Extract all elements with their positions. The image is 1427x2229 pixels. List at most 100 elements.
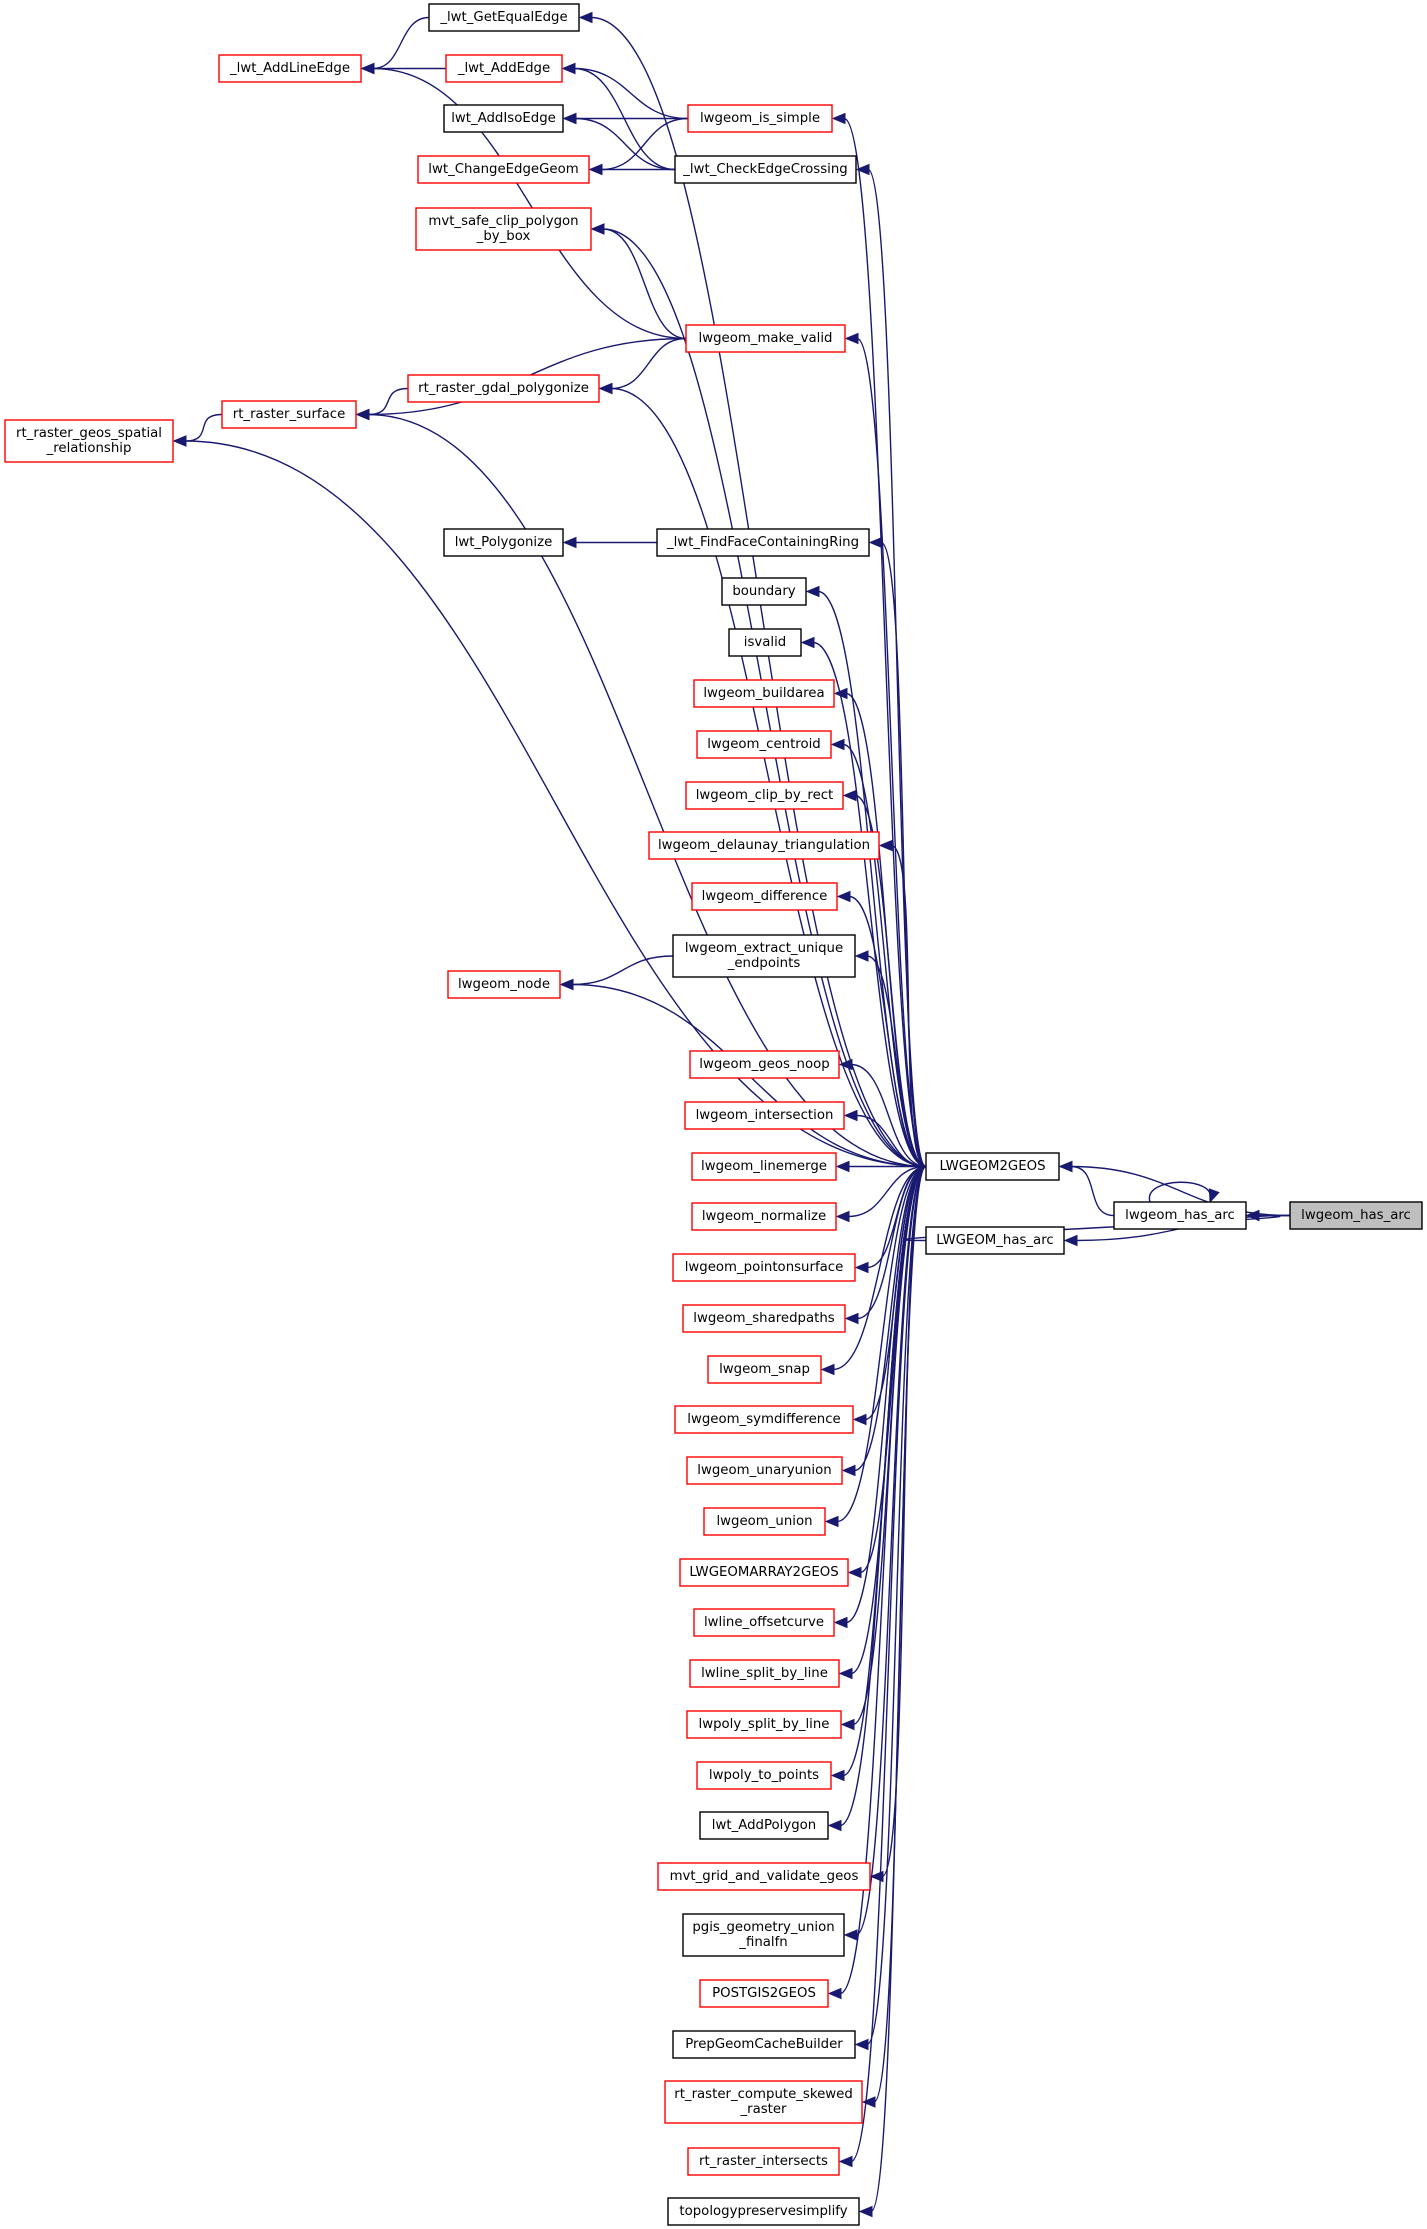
edge-LWGEOM2GEOS-to-lwgeom_normalize xyxy=(847,1165,927,1218)
node-label: lwgeom_linemerge xyxy=(701,1159,827,1174)
node-LWGEOM_has_arc[interactable]: LWGEOM_has_arc xyxy=(925,1226,1065,1255)
node-lwt_AddPolygon[interactable]: lwt_AddPolygon xyxy=(699,1811,829,1840)
edge-lwgeom_extract_unique_endpoints-to-lwgeom_node-arrowhead xyxy=(559,978,574,991)
node-lwgeom_clip_by_rect[interactable]: lwgeom_clip_by_rect xyxy=(685,781,844,810)
node-lwgeom_sharedpaths[interactable]: lwgeom_sharedpaths xyxy=(682,1304,846,1333)
edge-LWGEOM2GEOS-to-mvt_grid_and_validate_geos-arrowhead xyxy=(869,1870,884,1883)
edge-LWGEOM2GEOS-to-isvalid xyxy=(812,641,927,1168)
node-lwgeom_has_arc[interactable]: lwgeom_has_arc xyxy=(1113,1201,1247,1230)
node-boundary[interactable]: boundary xyxy=(721,577,807,606)
node-lwgeom_difference[interactable]: lwgeom_difference xyxy=(691,882,838,911)
node-_lwt_CheckEdgeCrossing[interactable]: _lwt_CheckEdgeCrossing xyxy=(674,155,857,184)
node-label: rt_raster_surface xyxy=(233,407,346,422)
node-label: lwline_offsetcurve xyxy=(704,1615,824,1630)
edge-lwgeom_make_valid-to-mvt_safe_clip_polygon_by_box-arrowhead xyxy=(590,223,605,235)
edge-LWGEOM2GEOS-to-lwgeom_extract_unique_endpoints-arrowhead xyxy=(854,950,869,962)
node-topologypreservesimplify[interactable]: topologypreservesimplify xyxy=(667,2197,860,2226)
node-lwgeom_geos_noop[interactable]: lwgeom_geos_noop xyxy=(689,1050,840,1079)
edge-LWGEOM2GEOS-to-lwgeom_normalize-arrowhead xyxy=(835,1210,850,1223)
node-label: lwgeom_has_arc xyxy=(1301,1208,1411,1223)
node-box xyxy=(674,155,857,184)
node-label: rt_raster_intersects xyxy=(699,2154,828,2169)
edge-LWGEOM2GEOS-to-lwgeom_is_simple-arrowhead xyxy=(831,112,846,125)
node-box xyxy=(221,400,357,429)
edge-LWGEOM2GEOS-to-lwline_offsetcurve-arrowhead xyxy=(833,1616,848,1629)
node-_lwt_AddLineEdge[interactable]: _lwt_AddLineEdge xyxy=(218,54,362,83)
edge-lwgeom_make_valid-to-rt_raster_gdal_polygonize xyxy=(610,337,687,390)
node-lwgeom_unaryunion[interactable]: lwgeom_unaryunion xyxy=(686,1456,843,1485)
node-lwgeom_delaunay_triangulation[interactable]: lwgeom_delaunay_triangulation xyxy=(648,831,880,860)
edge-_lwt_FindFaceContainingRing-to-lwt_Polygonize-arrowhead xyxy=(562,536,577,549)
node-LWGEOM2GEOS[interactable]: LWGEOM2GEOS xyxy=(925,1152,1060,1181)
edge-LWGEOM2GEOS-to-lwgeom_delaunay_triangulation-arrowhead xyxy=(878,839,893,852)
node-rt_raster_compute_skewed_raster[interactable]: rt_raster_compute_skewed_raster xyxy=(664,2080,863,2124)
node-box xyxy=(679,1558,849,1587)
node-lwgeom_union[interactable]: lwgeom_union xyxy=(703,1507,826,1536)
node-label: lwt_AddIsoEdge xyxy=(451,111,556,126)
node-label: mvt_safe_clip_polygon xyxy=(428,214,578,229)
edge-lwgeom_make_valid-to-rt_raster_gdal_polygonize-arrowhead xyxy=(598,382,613,395)
node-lwgeom_buildarea[interactable]: lwgeom_buildarea xyxy=(693,679,835,708)
node-PrepGeomCacheBuilder[interactable]: PrepGeomCacheBuilder xyxy=(672,2030,856,2059)
node-mvt_grid_and_validate_geos[interactable]: mvt_grid_and_validate_geos xyxy=(657,1862,871,1891)
node-lwgeom_is_simple[interactable]: lwgeom_is_simple xyxy=(687,104,833,133)
node-lwpoly_to_points[interactable]: lwpoly_to_points xyxy=(696,1761,832,1790)
node-lwline_split_by_line[interactable]: lwline_split_by_line xyxy=(689,1659,840,1688)
node-label: lwpoly_to_points xyxy=(709,1768,819,1783)
node-LWGEOMARRAY2GEOS[interactable]: LWGEOMARRAY2GEOS xyxy=(679,1558,849,1587)
node-label: lwgeom_make_valid xyxy=(699,331,833,346)
node-box xyxy=(696,1761,832,1790)
node-box xyxy=(699,1979,829,2008)
edge-LWGEOM_has_arc-to-lwgeom_has_arc-arrowhead xyxy=(1245,1209,1260,1222)
node-_lwt_FindFaceContainingRing[interactable]: _lwt_FindFaceContainingRing xyxy=(656,528,870,557)
edge-_lwt_CheckEdgeCrossing-to-_lwt_AddEdge-arrowhead xyxy=(561,62,576,75)
node-lwpoly_split_by_line[interactable]: lwpoly_split_by_line xyxy=(686,1710,842,1739)
edge-LWGEOM2GEOS-to-PrepGeomCacheBuilder-arrowhead xyxy=(854,2038,869,2051)
node-pgis_geometry_union_finalfn[interactable]: pgis_geometry_union_finalfn xyxy=(682,1913,845,1957)
node-lwgeom_intersection[interactable]: lwgeom_intersection xyxy=(684,1101,845,1130)
edge-LWGEOM2GEOS-to-lwgeom_extract_unique_endpoints xyxy=(866,955,927,1168)
node-lwt_Polygonize[interactable]: lwt_Polygonize xyxy=(443,528,564,557)
node-lwgeom_make_valid[interactable]: lwgeom_make_valid xyxy=(685,324,846,353)
node-lwt_AddIsoEdge[interactable]: lwt_AddIsoEdge xyxy=(443,104,564,133)
node-rt_raster_gdal_polygonize[interactable]: rt_raster_gdal_polygonize xyxy=(407,374,600,403)
node-lwt_ChangeEdgeGeom[interactable]: lwt_ChangeEdgeGeom xyxy=(417,155,590,184)
node-lwgeom_snap[interactable]: lwgeom_snap xyxy=(707,1355,822,1384)
node-isvalid[interactable]: isvalid xyxy=(728,628,802,657)
edge-LWGEOM2GEOS-to-lwgeom_unaryunion xyxy=(853,1165,927,1472)
node-lwgeom_has_arc_focus[interactable]: lwgeom_has_arc xyxy=(1289,1201,1423,1230)
node-lwgeom_normalize[interactable]: lwgeom_normalize xyxy=(691,1202,837,1231)
node-lwline_offsetcurve[interactable]: lwline_offsetcurve xyxy=(693,1608,835,1637)
node-rt_raster_intersects[interactable]: rt_raster_intersects xyxy=(687,2147,840,2176)
edge-LWGEOM2GEOS-to-POSTGIS2GEOS xyxy=(839,1165,927,1995)
node-rt_raster_geos_spatial_relationship[interactable]: rt_raster_geos_spatial_relationship xyxy=(4,419,174,463)
node-lwgeom_pointonsurface[interactable]: lwgeom_pointonsurface xyxy=(672,1253,856,1282)
node-box xyxy=(685,324,846,353)
edge-LWGEOM2GEOS-to-lwt_AddPolygon-arrowhead xyxy=(827,1819,842,1832)
node-lwgeom_extract_unique_endpoints[interactable]: lwgeom_extract_unique_endpoints xyxy=(672,934,856,978)
node-_lwt_GetEqualEdge[interactable]: _lwt_GetEqualEdge xyxy=(428,3,580,32)
node-rt_raster_surface[interactable]: rt_raster_surface xyxy=(221,400,357,429)
node-box xyxy=(4,419,174,463)
edge-LWGEOM2GEOS-to-rt_raster_compute_skewed_raster-arrowhead xyxy=(861,2096,876,2108)
node-label: LWGEOM_has_arc xyxy=(936,1233,1053,1248)
edge-LWGEOM2GEOS-to-lwgeom_delaunay_triangulation xyxy=(890,844,927,1168)
edge-LWGEOM2GEOS-to-POSTGIS2GEOS-arrowhead xyxy=(827,1987,842,2000)
edge-LWGEOM2GEOS-to-lwgeom_snap-arrowhead xyxy=(820,1363,835,1376)
edge-LWGEOM2GEOS-to-lwgeom_difference xyxy=(848,895,927,1168)
node-mvt_safe_clip_polygon_by_box[interactable]: mvt_safe_clip_polygon_by_box xyxy=(415,207,592,251)
edge-LWGEOM2GEOS-to-pgis_geometry_union_finalfn xyxy=(855,1165,927,1936)
node-label: lwgeom_node xyxy=(458,977,550,992)
node-lwgeom_node[interactable]: lwgeom_node xyxy=(447,970,561,999)
node-label: lwgeom_geos_noop xyxy=(699,1057,829,1072)
node-lwgeom_centroid[interactable]: lwgeom_centroid xyxy=(696,730,832,759)
node-label: mvt_grid_and_validate_geos xyxy=(670,1869,859,1884)
node-POSTGIS2GEOS[interactable]: POSTGIS2GEOS xyxy=(699,1979,829,2008)
node-box xyxy=(415,207,592,251)
node-lwgeom_symdifference[interactable]: lwgeom_symdifference xyxy=(674,1405,854,1434)
node-lwgeom_linemerge[interactable]: lwgeom_linemerge xyxy=(691,1152,837,1181)
node-label: lwgeom_union xyxy=(716,1514,812,1529)
node-_lwt_AddEdge[interactable]: _lwt_AddEdge xyxy=(445,54,563,83)
node-box xyxy=(672,934,856,978)
graph-nodes: lwgeom_has_arc lwgeom_has_arcLWGEOM_has_a… xyxy=(4,3,1423,2226)
